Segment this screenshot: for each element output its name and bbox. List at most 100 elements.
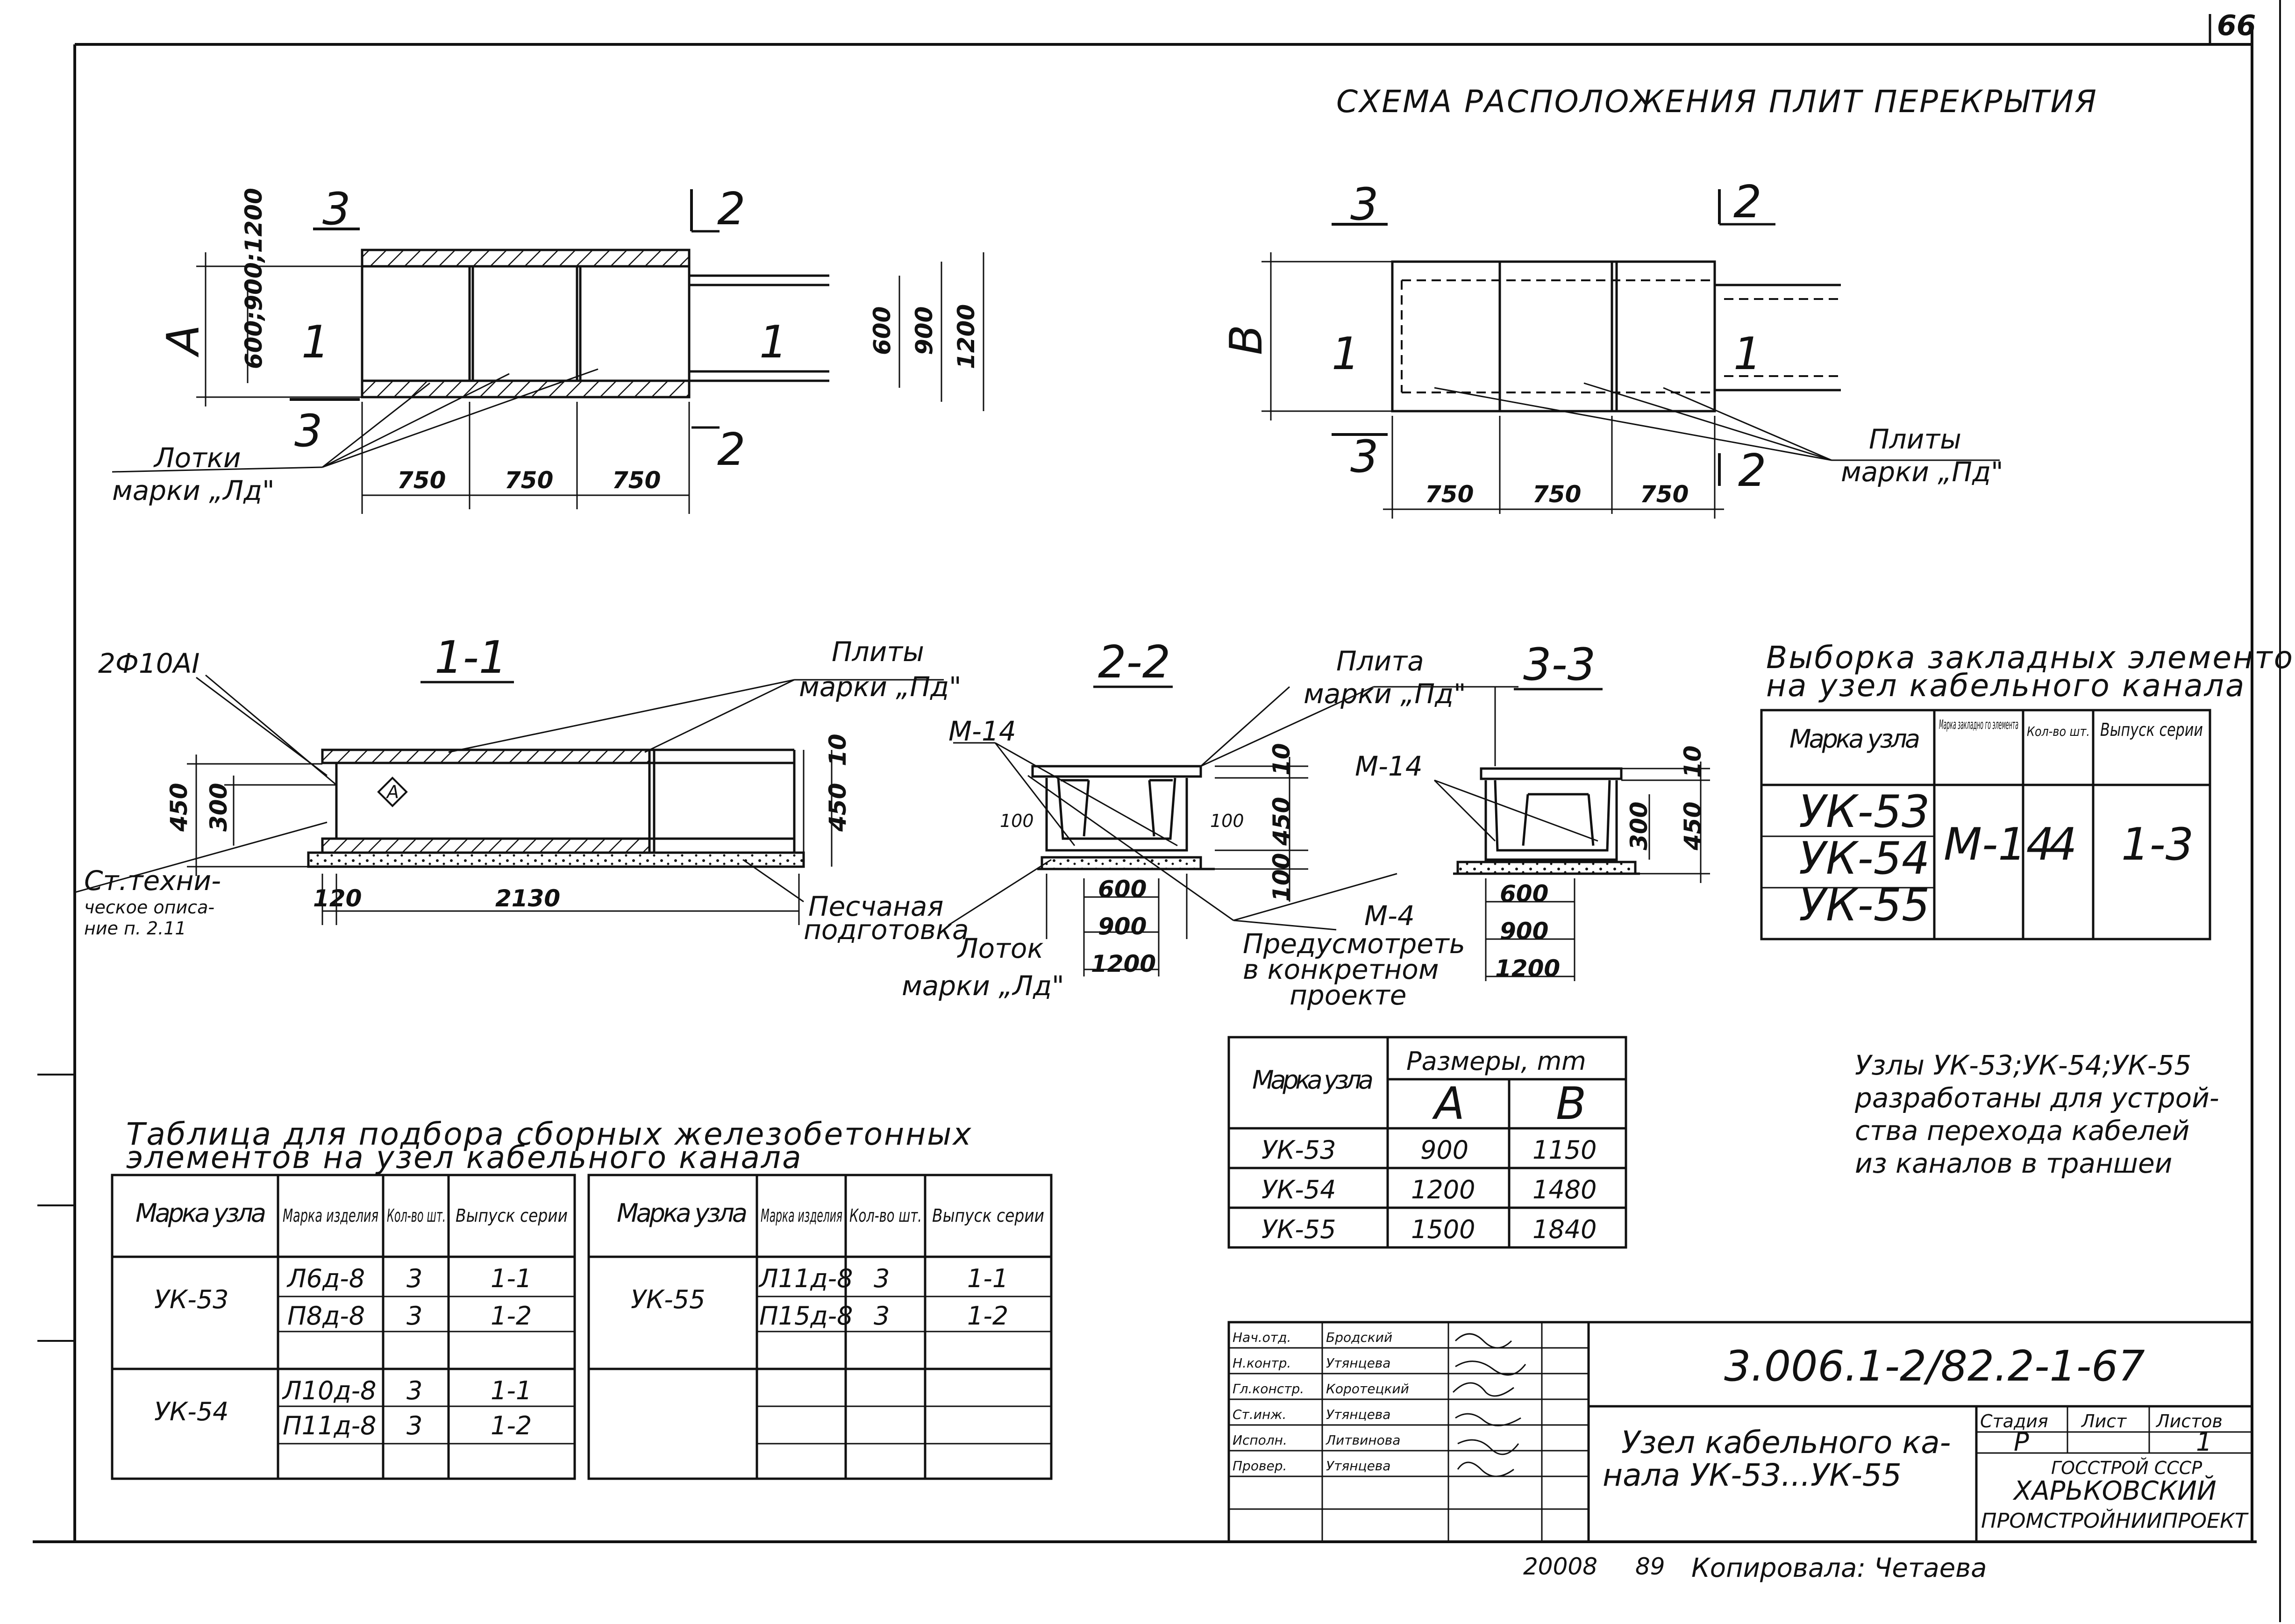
selection-table-title-2: элементов на узел кабельного канала	[126, 1140, 803, 1175]
sizes-table-r2-b: 1480	[1532, 1175, 1597, 1204]
section-3-3-title: 3-3	[1523, 639, 1596, 691]
section-2-2-dim-1200: 1200	[1091, 950, 1156, 977]
title-block-org-1: ГОССТРОЙ СССР	[2051, 1458, 2202, 1478]
footer-year: 89	[1635, 1553, 1665, 1580]
title-block-stage: Р	[2014, 1427, 2029, 1457]
section-2-2-dim-100r: 100	[1210, 811, 1244, 831]
title-block-sheets: 1	[2196, 1427, 2212, 1457]
plan-left-cut-2-bottom: 2	[717, 424, 745, 476]
plan-left-dim-a: A	[158, 325, 209, 358]
plan-right-cut-3-top: 3	[1350, 179, 1378, 230]
plan-left-dim-right-2: 900	[911, 306, 938, 355]
section-3-3-provide-2: в конкретном	[1243, 954, 1439, 985]
embedded-table-node-1: УК-53	[1799, 786, 1930, 838]
sizes-table-r3-a: 1500	[1411, 1215, 1475, 1244]
section-2-2-dim-10: 10	[1268, 743, 1295, 776]
section-3-3-dim-600: 600	[1500, 880, 1548, 907]
embedded-table-h-qty: Кол-во шт.	[2027, 724, 2090, 739]
sizes-table-r3-node: УК-55	[1262, 1215, 1336, 1244]
section-3-3-dim-450: 450	[1679, 802, 1706, 851]
sel-right-h-product: Марка изделия	[761, 1205, 842, 1226]
section-2-2-dim-450: 450	[1268, 797, 1295, 846]
section-1-1-title: 1-1	[435, 632, 507, 684]
embedded-table-node-3: УК-55	[1799, 880, 1930, 931]
title-block-role-1: Нач.отд.	[1233, 1330, 1291, 1345]
title-block-name-6: Утянцева	[1326, 1458, 1390, 1474]
sel-left-g1-r2-product: П8д-8	[287, 1301, 365, 1331]
section-1-1-steel-3: ние п. 2.11	[84, 918, 186, 939]
plan-left-callout-label: Лотки	[153, 442, 241, 474]
scheme-title: СХЕМА РАСПОЛОЖЕНИЯ ПЛИТ ПЕРЕКРЫТИЯ	[1336, 84, 2098, 120]
plan-right-cut-2-top: 2	[1733, 177, 1761, 228]
plan-right-dim-bottom-2: 750	[1532, 481, 1581, 508]
section-1-1-slab-mark: марки „Пд"	[799, 671, 962, 703]
title-block-name-3: Коротецкий	[1326, 1381, 1409, 1396]
section-3-3-plate-label: Плита	[1336, 645, 1424, 677]
section-1-1-sand-1: Песчаная	[808, 890, 943, 922]
section-2-2-tray-mark: марки „Лд"	[902, 970, 1064, 1002]
section-1-1-dim-450: 450	[165, 783, 192, 832]
sel-left-g2-r2-qty: 3	[406, 1411, 422, 1440]
sel-left-g2-r1-product: Л10д-8	[282, 1376, 377, 1405]
section-3-3-m14: М-14	[1355, 750, 1423, 782]
footer-copied: Копировала: Четаева	[1691, 1553, 1987, 1583]
section-1-1-marker: A	[385, 782, 399, 802]
sel-left-g2-r2-series: 1-2	[491, 1411, 532, 1440]
sizes-table-h-b: B	[1556, 1078, 1586, 1130]
sel-left-h-product: Марка изделия	[283, 1205, 378, 1226]
plan-left-cut-1b: 1	[759, 317, 787, 368]
section-1-1-rebar: 2Ф10АI	[98, 648, 200, 679]
embedded-table-h-element: Марка закладно го элемента	[1939, 717, 2018, 732]
title-block-org-3: ПРОМСТРОЙНИИПРОЕКТ	[1981, 1508, 2249, 1533]
sizes-table-r2-node: УК-54	[1262, 1175, 1336, 1204]
section-3-3-dim-300: 300	[1625, 802, 1653, 850]
sizes-table-r3-b: 1840	[1532, 1215, 1597, 1244]
section-3-3	[1027, 686, 1710, 981]
sel-right-g1-node: УК-55	[631, 1285, 705, 1314]
section-1-1-sand-2: подготовка	[804, 914, 969, 946]
plan-right-dim-bottom-1: 750	[1425, 481, 1474, 508]
title-block-name-5: Литвинова	[1326, 1432, 1400, 1448]
section-1-1-dim-450r: 450	[824, 783, 851, 832]
sizes-table-r1-node: УК-53	[1262, 1135, 1336, 1165]
selection-table-title-1: Таблица для подбора сборных железобетонн…	[126, 1116, 972, 1152]
title-block-stage-h: Стадия	[1980, 1411, 2048, 1432]
section-2-2-dim-900: 900	[1098, 913, 1147, 940]
title-block-role-2: Н.контр.	[1233, 1355, 1291, 1371]
note-line-3: ства перехода кабелей	[1855, 1115, 2189, 1147]
sizes-table-r2-a: 1200	[1411, 1175, 1475, 1204]
section-2-2-title: 2-2	[1098, 637, 1170, 688]
sel-right-h-qty: Кол-во шт.	[849, 1205, 922, 1226]
plan-right-cut-1a: 1	[1332, 328, 1360, 380]
section-2-2-tray-label: Лоток	[957, 933, 1043, 964]
plan-right-cut-1b: 1	[1733, 328, 1761, 380]
title-block-name-line-2: нала УК-53...УК-55	[1603, 1457, 1902, 1493]
sel-right-g1-r1-series: 1-1	[967, 1264, 1008, 1293]
plan-left-cut-1a: 1	[301, 317, 329, 368]
plan-left-dim-vert: 600;900;1200	[240, 188, 267, 369]
sel-left-g1-r1-qty: 3	[406, 1264, 422, 1293]
section-1-1-dim-120: 120	[313, 885, 362, 912]
section-1-1-slab-label: Плиты	[832, 636, 924, 668]
plan-left-dim-bottom-1: 750	[397, 467, 446, 494]
sizes-table-r1-a: 900	[1420, 1135, 1468, 1165]
sel-right-g1-r2-product: П15д-8	[759, 1301, 853, 1331]
plan-left-cut-3-top: 3	[322, 184, 350, 235]
embedded-table-title-1: Выборка закладных элементов	[1766, 640, 2295, 676]
section-1-1	[74, 674, 944, 925]
embedded-table-h-series: Выпуск серии	[2100, 719, 2203, 740]
plan-right	[1262, 189, 2000, 519]
plan-left	[112, 189, 984, 514]
title-block-sheets-h: Листов	[2155, 1411, 2223, 1432]
section-3-3-plate-mark: марки „Пд"	[1304, 678, 1466, 710]
plan-right-callout-mark: марки „Пд"	[1841, 456, 2003, 488]
selection-table-grid	[111, 1174, 1053, 1480]
title-block-role-4: Ст.инж.	[1233, 1407, 1286, 1422]
sel-left-g2-r1-qty: 3	[406, 1376, 422, 1405]
embedded-table-h-node: Марка узла	[1789, 724, 1920, 754]
sizes-table-h-sizes: Размеры, mm	[1406, 1047, 1586, 1076]
plan-left-cut-2-top: 2	[717, 184, 745, 235]
section-1-1-dim-10: 10	[824, 734, 851, 766]
